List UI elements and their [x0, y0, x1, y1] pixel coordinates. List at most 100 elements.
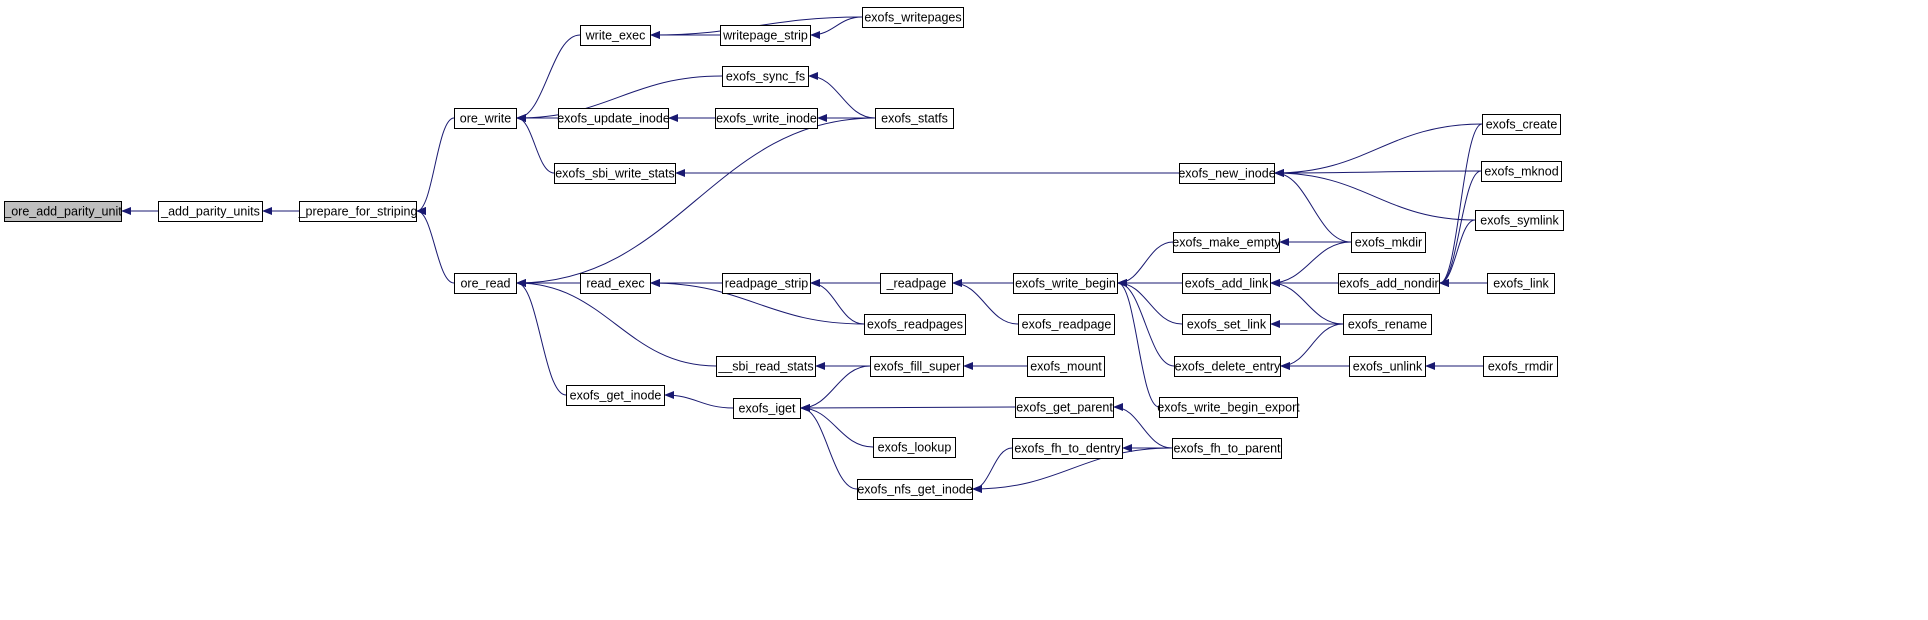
- node-exofs-mkdir[interactable]: exofs_mkdir: [1351, 232, 1426, 253]
- node-exofs-get-inode[interactable]: exofs_get_inode: [566, 385, 665, 406]
- node-label: exofs_mkdir: [1355, 236, 1422, 250]
- edge-exofs-symlink-to-exofs-new-inode: [1274, 169, 1476, 221]
- node-ore-add-parity-unit[interactable]: _ore_add_parity_unit: [3, 201, 122, 222]
- node-writepage-strip[interactable]: writepage_strip: [720, 25, 811, 46]
- node-exofs-update-inode[interactable]: exofs_update_inode: [557, 108, 670, 129]
- node-label: ore_write: [460, 112, 511, 126]
- node-label: exofs_write_begin: [1015, 277, 1116, 291]
- node-label: exofs_mknod: [1484, 165, 1558, 179]
- node-label: exofs_symlink: [1480, 214, 1559, 228]
- node-box: [4, 201, 122, 222]
- edge-exofs-fh-to-parent-to-exofs-get-parent: [1113, 403, 1173, 449]
- edge-exofs-delete-entry-to-exofs-write-begin: [1117, 279, 1175, 367]
- node-label: ore_read: [460, 277, 510, 291]
- node-label: write_exec: [585, 29, 646, 43]
- node-label: __sbi_read_stats: [717, 360, 813, 374]
- node-box: [1343, 314, 1432, 335]
- node-label: _prepare_for_striping: [298, 205, 418, 219]
- node-add-parity-units[interactable]: _add_parity_units: [158, 201, 263, 222]
- edge-ore-read-to-prepare-for-striping: [416, 207, 455, 284]
- node-exofs-sbi-write-stats[interactable]: exofs_sbi_write_stats: [554, 163, 676, 184]
- node-label: exofs_update_inode: [557, 112, 670, 126]
- node-exofs-readpages[interactable]: exofs_readpages: [864, 314, 966, 335]
- node-exofs-make-empty[interactable]: exofs_make_empty: [1172, 232, 1281, 253]
- node-exofs-mount[interactable]: exofs_mount: [1027, 356, 1105, 377]
- node-label: readpage_strip: [725, 277, 808, 291]
- node-box: [158, 201, 263, 222]
- node-exofs-sync-fs[interactable]: exofs_sync_fs: [722, 66, 809, 87]
- edge-exofs-mknod-to-exofs-new-inode: [1274, 168, 1482, 177]
- node-prepare-for-striping[interactable]: _prepare_for_striping: [298, 201, 418, 222]
- node-exofs-readpage[interactable]: exofs_readpage: [1018, 314, 1115, 335]
- node-exofs-rename[interactable]: exofs_rename: [1343, 314, 1432, 335]
- node-label: exofs_sbi_write_stats: [555, 167, 675, 181]
- node-ore-write[interactable]: ore_write: [454, 108, 517, 129]
- node-exofs-fill-super[interactable]: exofs_fill_super: [870, 356, 964, 377]
- node-label: _ore_add_parity_unit: [3, 205, 122, 219]
- edge-exofs-make-empty-to-exofs-write-begin: [1117, 241, 1174, 287]
- node-box: [716, 356, 816, 377]
- node-exofs-symlink[interactable]: exofs_symlink: [1475, 210, 1564, 231]
- node-exofs-unlink[interactable]: exofs_unlink: [1349, 356, 1426, 377]
- node-exofs-delete-entry[interactable]: exofs_delete_entry: [1174, 356, 1282, 377]
- node-label: exofs_iget: [739, 402, 797, 416]
- edge-exofs-rename-to-exofs-add-link: [1270, 279, 1344, 325]
- node-exofs-get-parent[interactable]: exofs_get_parent: [1015, 397, 1114, 418]
- node-label: exofs_nfs_get_inode: [857, 483, 972, 497]
- node-exofs-create[interactable]: exofs_create: [1482, 114, 1561, 135]
- edge-exofs-mknod-to-exofs-add-nondir: [1439, 170, 1482, 287]
- node-layer: _ore_add_parity_unit _add_parity_units _pr…: [3, 7, 1564, 500]
- node-box: [1018, 314, 1115, 335]
- edge-layer: [121, 16, 1488, 493]
- edge-exofs-readpages-to-readpage-strip: [810, 279, 865, 325]
- node-exofs-write-begin[interactable]: exofs_write_begin: [1013, 273, 1118, 294]
- edge-exofs-statfs-to-exofs-sync-fs: [808, 72, 876, 119]
- node-box: [554, 163, 676, 184]
- node-box: [715, 108, 818, 129]
- node-label: _add_parity_units: [160, 205, 260, 219]
- node-exofs-add-link[interactable]: exofs_add_link: [1182, 273, 1271, 294]
- node-exofs-writepages[interactable]: exofs_writepages: [862, 7, 964, 28]
- node-exofs-fh-to-dentry[interactable]: exofs_fh_to_dentry: [1012, 438, 1123, 459]
- node-readpage[interactable]: _readpage: [880, 273, 953, 294]
- node-readpage-strip[interactable]: readpage_strip: [722, 273, 811, 294]
- edge-exofs-set-link-to-exofs-write-begin: [1117, 279, 1183, 325]
- node-exofs-write-begin-export[interactable]: exofs_write_begin_export: [1157, 397, 1300, 418]
- edge-exofs-create-to-exofs-new-inode: [1274, 123, 1483, 177]
- node-exofs-write-inode[interactable]: exofs_write_inode: [715, 108, 818, 129]
- node-exofs-new-inode[interactable]: exofs_new_inode: [1178, 163, 1276, 184]
- node-exofs-rmdir[interactable]: exofs_rmdir: [1483, 356, 1558, 377]
- node-label: exofs_create: [1486, 118, 1558, 132]
- node-exofs-set-link[interactable]: exofs_set_link: [1182, 314, 1271, 335]
- node-box: [1174, 356, 1281, 377]
- node-label: exofs_rmdir: [1488, 360, 1553, 374]
- node-exofs-nfs-get-inode[interactable]: exofs_nfs_get_inode: [857, 479, 973, 500]
- edge-exofs-write-begin-export-to-exofs-write-begin: [1117, 279, 1160, 408]
- node-label: exofs_readpages: [867, 318, 963, 332]
- node-exofs-lookup[interactable]: exofs_lookup: [873, 437, 956, 458]
- node-box: [1013, 273, 1118, 294]
- node-exofs-mknod[interactable]: exofs_mknod: [1481, 161, 1562, 182]
- node-box: [1182, 314, 1271, 335]
- node-box: [580, 273, 651, 294]
- edge-exofs-readpages-to-read-exec: [650, 279, 865, 325]
- node-box: [1015, 397, 1114, 418]
- node-write-exec[interactable]: write_exec: [580, 25, 651, 46]
- node-exofs-add-nondir[interactable]: exofs_add_nondir: [1338, 273, 1440, 294]
- node-box: [1338, 273, 1440, 294]
- node-box: [1349, 356, 1426, 377]
- node-box: [299, 201, 417, 222]
- node-ore-read[interactable]: ore_read: [454, 273, 517, 294]
- node-exofs-link[interactable]: exofs_link: [1487, 273, 1555, 294]
- node-exofs-fh-to-parent[interactable]: exofs_fh_to_parent: [1172, 438, 1282, 459]
- node-label: exofs_fill_super: [874, 360, 961, 374]
- node-label: exofs_unlink: [1353, 360, 1423, 374]
- node-exofs-statfs[interactable]: exofs_statfs: [875, 108, 954, 129]
- node-label: exofs_write_inode: [716, 112, 817, 126]
- node-sbi-read-stats[interactable]: __sbi_read_stats: [716, 356, 816, 377]
- edge-ore-write-to-prepare-for-striping: [416, 117, 455, 215]
- node-label: exofs_statfs: [881, 112, 948, 126]
- node-read-exec[interactable]: read_exec: [580, 273, 651, 294]
- node-exofs-iget[interactable]: exofs_iget: [733, 398, 801, 419]
- node-box: [1012, 438, 1123, 459]
